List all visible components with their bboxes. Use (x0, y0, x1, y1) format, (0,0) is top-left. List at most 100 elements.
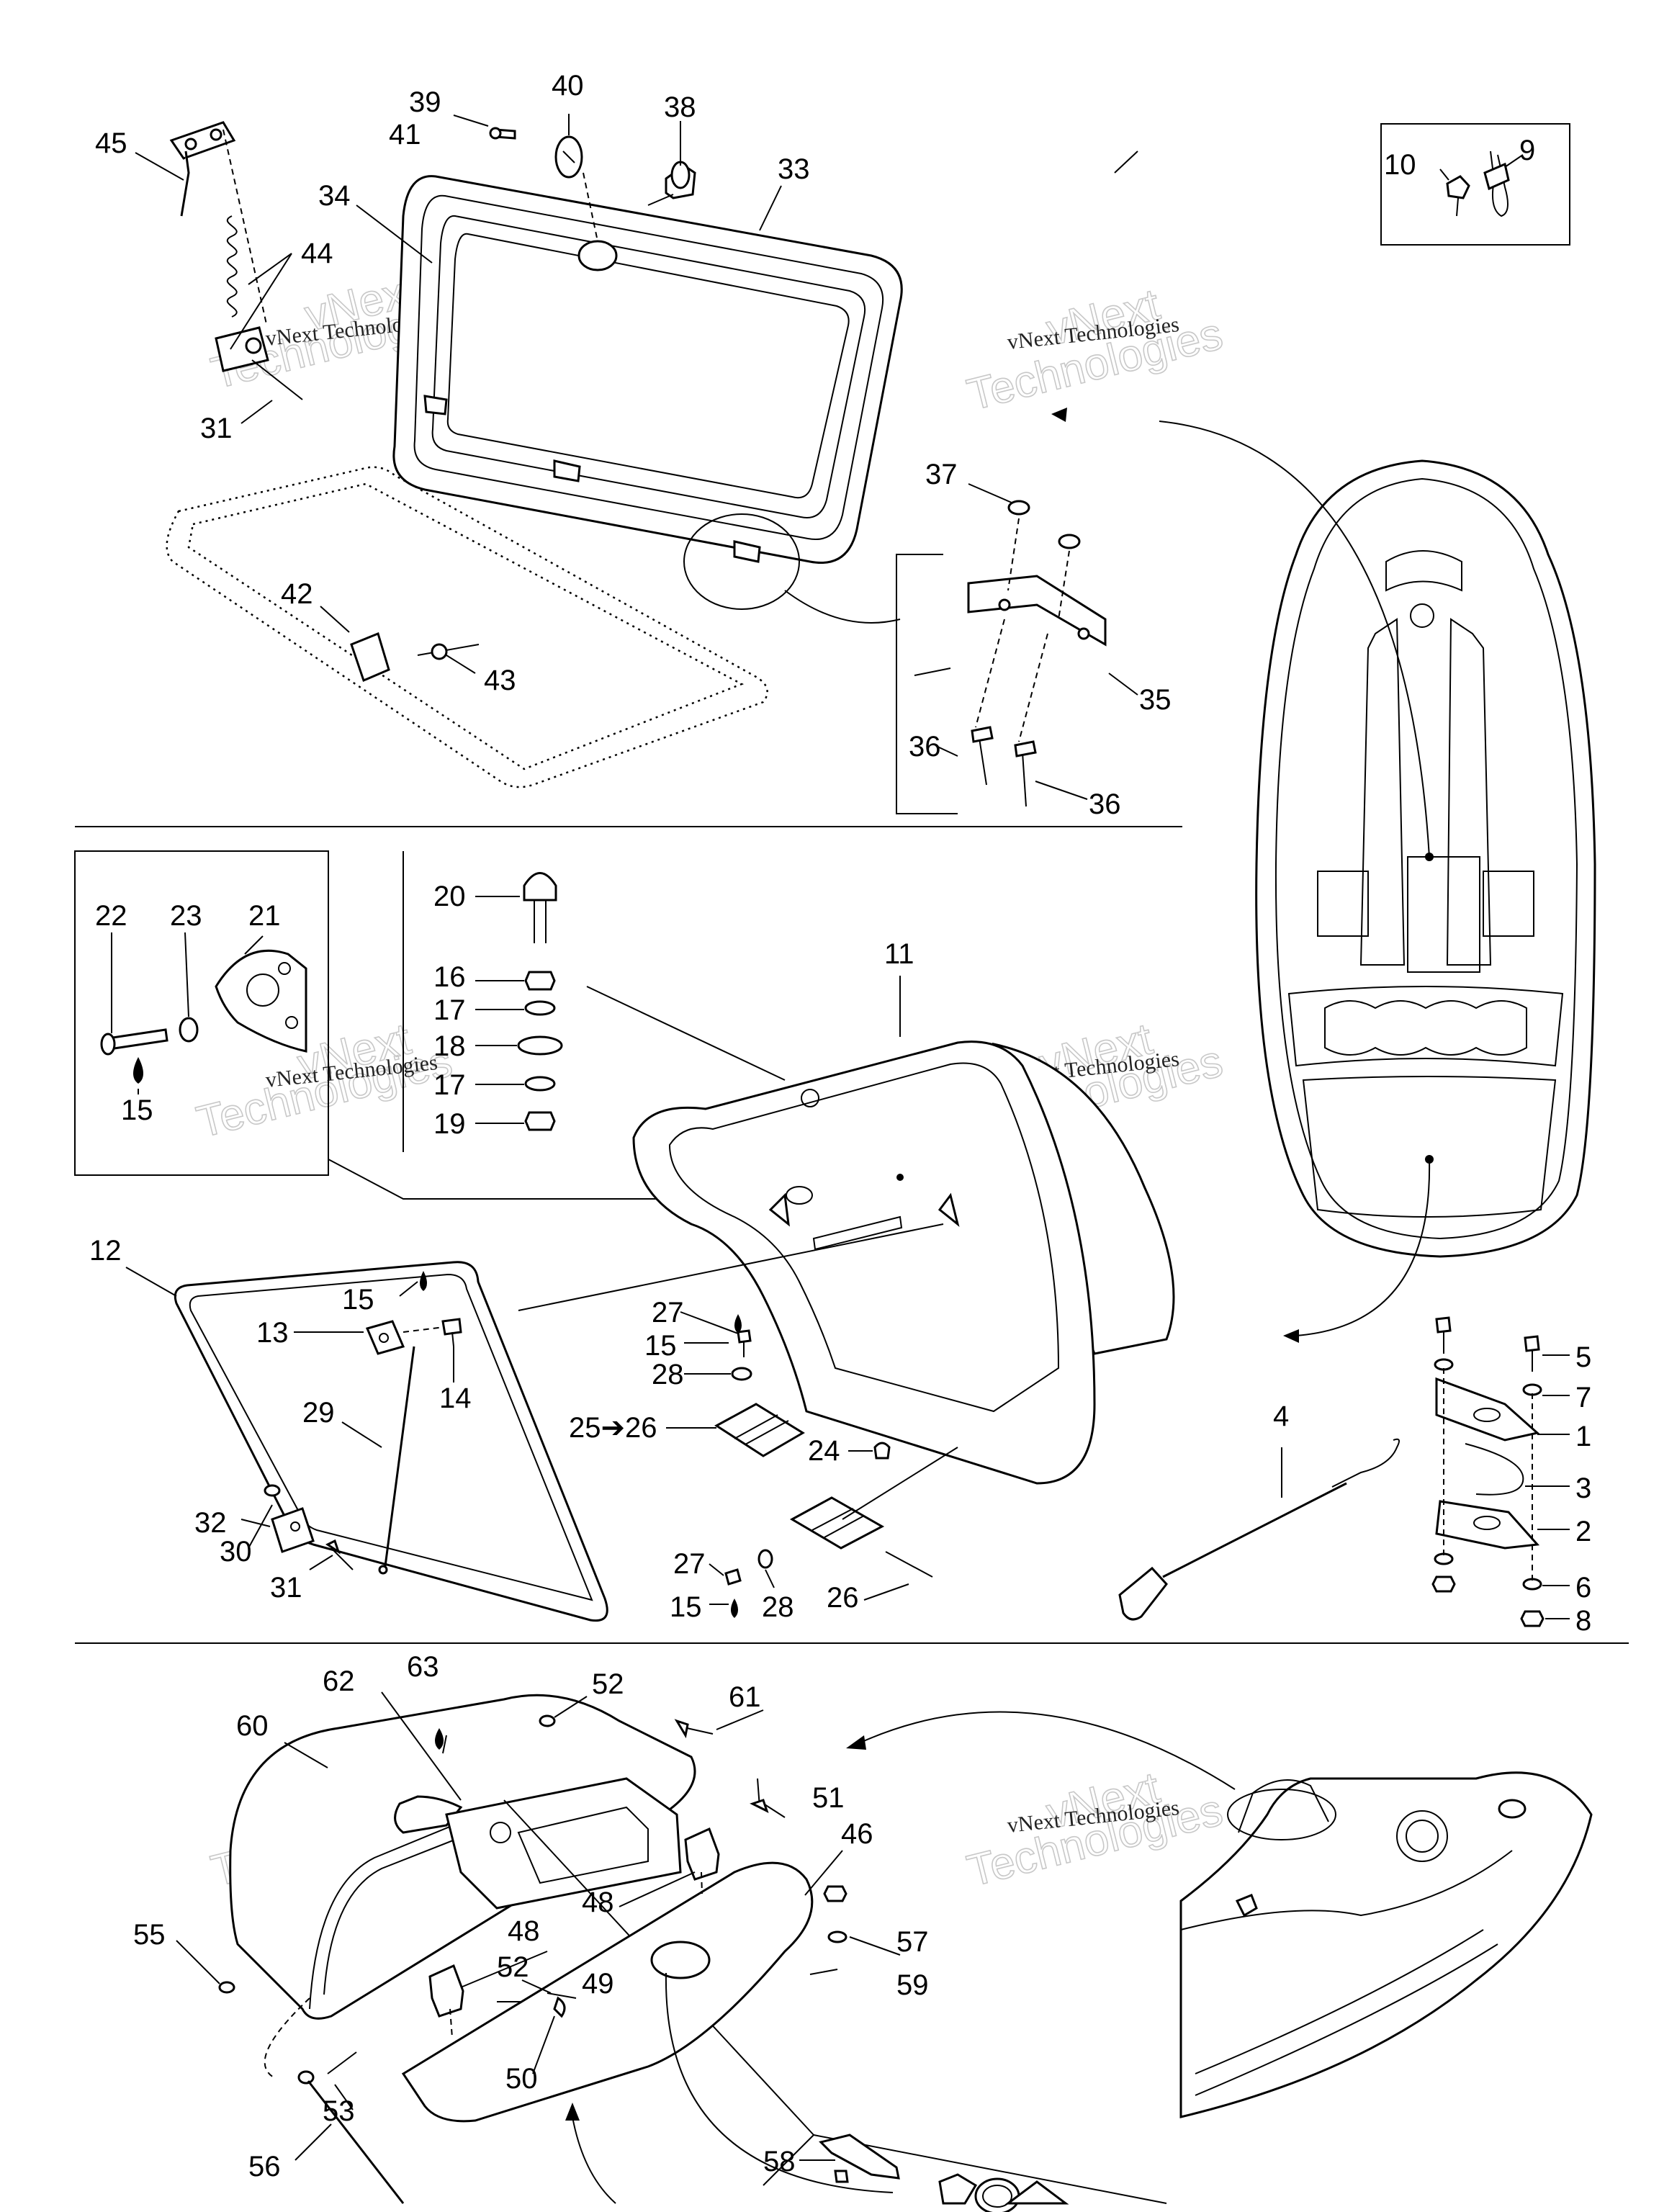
callout-48a: 48 (582, 1887, 614, 1918)
callout-51: 51 (812, 1782, 845, 1814)
callout-14: 14 (439, 1382, 472, 1414)
callout-numbers: 1 2 3 4 5 6 7 8 9 10 11 12 13 14 15 15 1… (89, 70, 1591, 2182)
callout-26: 26 (827, 1582, 859, 1614)
callout-22: 22 (95, 900, 127, 932)
callout-28b: 28 (762, 1591, 794, 1623)
callout-42: 42 (281, 578, 313, 610)
housing-fasteners (218, 1714, 849, 2204)
callout-60: 60 (236, 1710, 269, 1742)
dashed-swing-arc (264, 1997, 310, 2078)
arrow-hull-to-storage (1295, 1159, 1431, 1336)
callout-57: 57 (896, 1926, 929, 1958)
glove-box-housing (229, 1694, 696, 2020)
callout-15c: 15 (644, 1330, 677, 1362)
callout-16: 16 (433, 961, 466, 993)
callout-32: 32 (194, 1507, 227, 1539)
callout-30: 30 (220, 1536, 252, 1568)
door-hinge-parts (264, 1484, 354, 1570)
callout-35: 35 (1139, 684, 1172, 716)
callout-36b: 36 (1089, 788, 1121, 820)
lid-panel-hinges (428, 1827, 720, 2038)
callout-59: 59 (896, 1969, 929, 2001)
callout-37: 37 (925, 459, 958, 490)
hinge-detail (896, 500, 1107, 814)
watermark-bottom-right: Technologies vNext vNext Technologies (962, 1762, 1228, 1897)
callout-19: 19 (433, 1108, 466, 1140)
callout-27b: 27 (673, 1548, 706, 1580)
callout-21: 21 (248, 900, 281, 932)
callout-9: 9 (1519, 135, 1535, 166)
callout-49: 49 (582, 1968, 614, 2000)
callout-52a: 52 (592, 1668, 624, 1700)
lid-lock-parts (489, 127, 696, 242)
callout-5: 5 (1575, 1341, 1591, 1373)
latch-parts (350, 631, 480, 683)
callout-18: 18 (433, 1030, 466, 1062)
callout-leaders (111, 114, 1570, 2161)
lid-opening-outline-inner (187, 482, 744, 770)
callout-20: 20 (433, 881, 466, 912)
callout-23: 23 (170, 900, 202, 932)
arrow-head-storage (1283, 1329, 1299, 1343)
callout-3: 3 (1575, 1473, 1591, 1504)
watermark-middle-left: Technologies vNext vNext Technologies (192, 1013, 457, 1148)
callout-8: 8 (1575, 1605, 1591, 1637)
callout-38: 38 (664, 91, 696, 123)
arrow-head-lid (1051, 408, 1067, 422)
glove-box-lid-panel (401, 1861, 814, 2123)
callout-31b: 31 (200, 413, 233, 444)
callout-52b: 52 (497, 1951, 529, 1983)
hull-top-view (1255, 459, 1596, 1258)
callout-28a: 28 (652, 1359, 684, 1390)
callout-48b: 48 (508, 1915, 540, 1947)
callout-58: 58 (763, 2146, 796, 2177)
callout-13: 13 (256, 1317, 289, 1349)
callout-39: 39 (409, 86, 441, 118)
callout-24: 24 (808, 1435, 840, 1467)
callout-27a: 27 (652, 1297, 684, 1328)
lid-spring-assembly (169, 121, 303, 400)
callout-43: 43 (484, 665, 516, 696)
callout-10: 10 (1384, 149, 1416, 181)
arrow-bottom-up (572, 2116, 616, 2204)
lid-assembly (392, 175, 903, 624)
door-leader (518, 1223, 944, 1311)
bin-hinge-parts (714, 1314, 958, 1618)
callout-15d: 15 (670, 1591, 702, 1623)
callout-34: 34 (318, 180, 351, 212)
door-strut-parts (365, 1271, 462, 1575)
callout-63: 63 (407, 1651, 439, 1683)
callout-7: 7 (1575, 1382, 1591, 1413)
latch-plate-stack (1431, 1316, 1545, 1627)
callout-33: 33 (778, 153, 810, 185)
callout-45: 45 (95, 127, 127, 159)
callout-6: 6 (1575, 1572, 1591, 1604)
bumper-inset (74, 850, 329, 1176)
storage-door (174, 1261, 608, 1622)
callout-31a: 31 (270, 1572, 302, 1604)
callout-40: 40 (552, 70, 584, 102)
glove-box-latch (763, 2134, 1167, 2212)
callout-46: 46 (841, 1818, 873, 1850)
bumper-stack (517, 872, 563, 1131)
arrow-head-housing (846, 1735, 866, 1750)
callout-17b: 17 (433, 1069, 466, 1101)
callout-55: 55 (133, 1919, 166, 1951)
cable-tie-inset (1380, 123, 1570, 246)
arrow-hull-to-lid (1159, 421, 1430, 858)
callout-53: 53 (323, 2095, 355, 2127)
release-cable (1118, 1438, 1401, 1621)
callout-11: 11 (884, 938, 914, 970)
callout-62: 62 (323, 1665, 355, 1697)
callout-36a: 36 (909, 731, 941, 763)
bumper-leader (586, 986, 786, 1081)
storage-bin (632, 1040, 1175, 1485)
callout-12: 12 (89, 1235, 122, 1267)
callout-29: 29 (302, 1397, 335, 1429)
callout-44: 44 (301, 238, 333, 269)
arrow-lid-to-latch (665, 1972, 894, 2193)
callout-17a: 17 (433, 994, 466, 1026)
callout-15b: 15 (121, 1094, 153, 1126)
callout-15a: 15 (342, 1284, 374, 1316)
